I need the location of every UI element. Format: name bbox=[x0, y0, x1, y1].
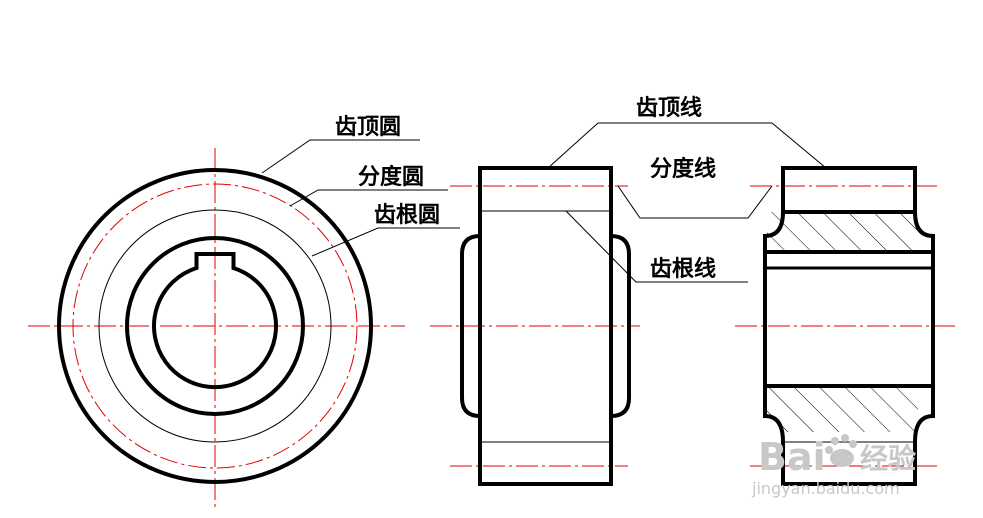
side-hub-right bbox=[610, 234, 631, 418]
pitch-circle-label: 分度圆 bbox=[358, 164, 424, 190]
section-hatch-bottom bbox=[767, 386, 918, 432]
section-hatch-top bbox=[767, 212, 918, 252]
pitch-line-label: 分度线 bbox=[650, 156, 716, 182]
watermark-url: jingyan.baidu.com bbox=[751, 479, 900, 498]
baidu-watermark: Bai 经验 jingyan.baidu.com bbox=[751, 434, 916, 498]
watermark-brand-tail: 经验 bbox=[860, 442, 916, 475]
addendum-circle-label: 齿顶圆 bbox=[335, 114, 401, 140]
watermark-brand: Bai bbox=[758, 435, 826, 479]
dedendum-circle-leader bbox=[311, 227, 460, 257]
side-gear-body bbox=[478, 166, 613, 486]
dedendum-line-label: 齿根线 bbox=[650, 256, 716, 282]
dedendum-circle-label: 齿根圆 bbox=[374, 202, 440, 228]
side-view bbox=[430, 122, 827, 486]
dedendum-circle bbox=[98, 209, 332, 443]
front-view bbox=[28, 139, 460, 510]
addendum-line-leader bbox=[547, 122, 827, 169]
hub-circle bbox=[125, 236, 305, 416]
bore-keyway bbox=[152, 252, 278, 390]
section-view bbox=[735, 166, 958, 486]
dedendum-line-leader bbox=[565, 210, 748, 283]
pitch-circle-leader bbox=[289, 189, 448, 207]
pitch-circle bbox=[72, 183, 358, 469]
addendum-line-label: 齿顶线 bbox=[636, 95, 702, 121]
side-hub-left bbox=[460, 234, 481, 418]
addendum-circle-leader bbox=[261, 139, 420, 174]
paw-icon bbox=[825, 434, 857, 467]
section-outline bbox=[763, 166, 935, 486]
pitch-line-leader bbox=[617, 185, 773, 219]
addendum-circle bbox=[57, 168, 373, 484]
